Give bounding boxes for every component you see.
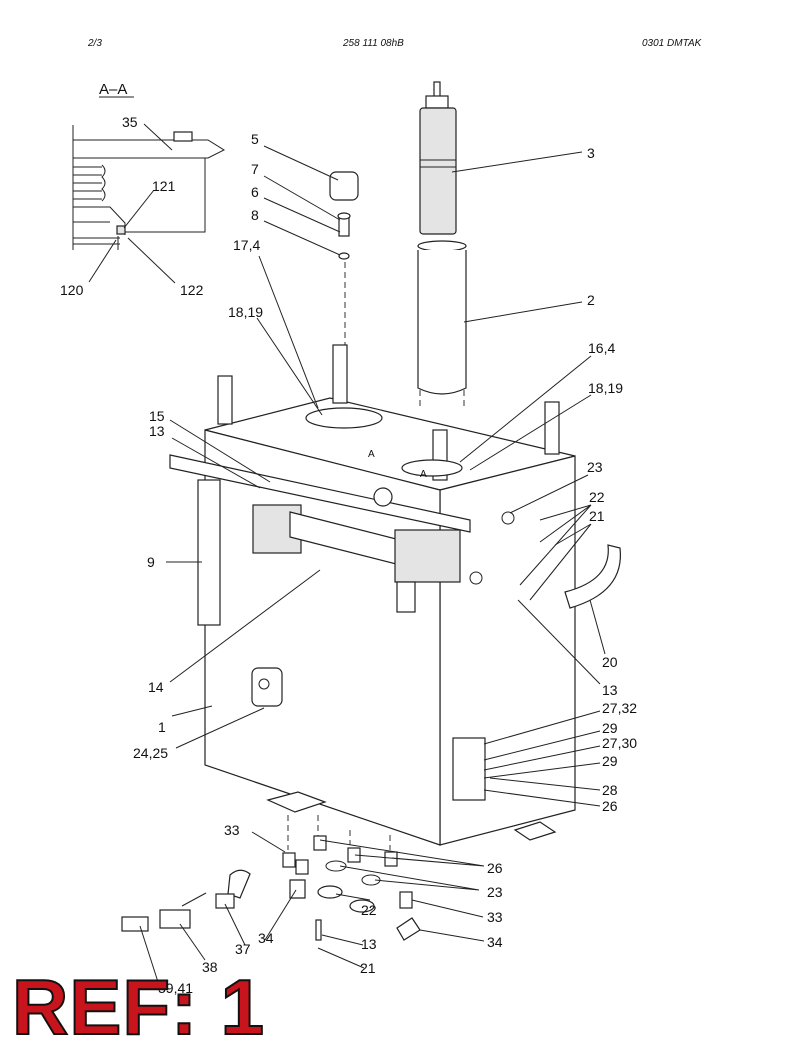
callout-7: 7 [251, 161, 259, 177]
callout-35: 35 [122, 114, 138, 130]
section-title: A–A [99, 81, 127, 98]
leader-lines [88, 123, 606, 983]
callout-18-19-left: 18,19 [228, 304, 263, 320]
cap-parts [329, 171, 359, 345]
callout-27-30: 27,30 [602, 735, 637, 751]
reference-stamp: REF: 1 [11, 963, 266, 1051]
callout-26-bottom: 26 [487, 860, 503, 876]
callout-24-25: 24,25 [133, 745, 168, 761]
callout-21-bottom: 21 [360, 960, 376, 976]
callout-6: 6 [251, 184, 259, 200]
filter-housing [417, 240, 467, 406]
callout-37: 37 [235, 941, 251, 957]
callout-16-4: 16,4 [588, 340, 615, 356]
callout-2: 2 [587, 292, 595, 308]
return-hose [564, 544, 621, 609]
callout-33-right: 33 [487, 909, 503, 925]
callout-39-41: 39,41 [158, 980, 193, 996]
sheet-number: 2/3 [88, 38, 102, 49]
callout-121: 121 [152, 178, 176, 194]
callout-26-right: 26 [602, 798, 618, 814]
callout-22-bottom: 22 [361, 902, 377, 918]
manifold-assembly [169, 454, 471, 613]
callout-13-upper: 13 [149, 423, 165, 439]
callout-122: 122 [180, 282, 204, 298]
callout-17-4: 17,4 [233, 237, 260, 253]
section-mark-a-upper: A [368, 449, 375, 460]
bottom-fittings [121, 815, 421, 941]
filter-cartridge [419, 81, 457, 235]
callout-1: 1 [158, 719, 166, 735]
callout-labels: 35 121 120 122 5 7 6 8 17,4 18,19 3 2 16… [60, 114, 637, 996]
callout-8: 8 [251, 207, 259, 223]
callout-5: 5 [251, 131, 259, 147]
callout-38: 38 [202, 959, 218, 975]
callout-34-right: 34 [487, 934, 503, 950]
callout-22-upper: 22 [589, 489, 605, 505]
callout-13-bottom: 13 [361, 936, 377, 952]
callout-9: 9 [147, 554, 155, 570]
callout-28: 28 [602, 782, 618, 798]
revision-code: 0301 DMTAK [642, 38, 702, 49]
callout-27-32: 27,32 [602, 700, 637, 716]
callout-21-upper: 21 [589, 508, 605, 524]
section-detail-a-a: A–A [72, 81, 226, 250]
callout-18-19-right: 18,19 [588, 380, 623, 396]
drawing-number: 258 111 08hB [343, 38, 404, 49]
hydraulic-tank: A A [197, 344, 576, 846]
callout-33-left: 33 [224, 822, 240, 838]
section-mark-a-lower: A [420, 469, 427, 480]
callout-29-lower: 29 [602, 753, 618, 769]
callout-120: 120 [60, 282, 84, 298]
callout-34-left: 34 [258, 930, 274, 946]
callout-13-right: 13 [602, 682, 618, 698]
callout-23-upper: 23 [587, 459, 603, 475]
callout-20: 20 [602, 654, 618, 670]
callout-29-upper: 29 [602, 720, 618, 736]
callout-3: 3 [587, 145, 595, 161]
callout-15: 15 [149, 408, 165, 424]
callout-14: 14 [148, 679, 164, 695]
callout-23-bottom: 23 [487, 884, 503, 900]
